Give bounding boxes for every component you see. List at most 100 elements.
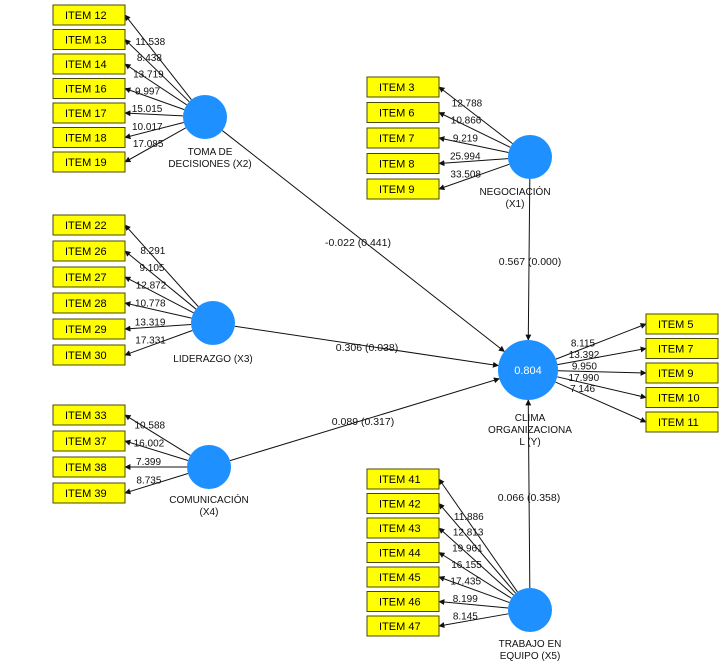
path-coefficient: 0.066 (0.358) xyxy=(498,492,560,504)
outer-loading-value: 8.199 xyxy=(453,594,478,605)
path-arrow-x1 xyxy=(525,178,532,341)
indicator-label: ITEM 13 xyxy=(65,35,107,47)
indicator-box[interactable] xyxy=(52,127,126,148)
indicator-box[interactable] xyxy=(52,482,126,504)
loading-arrow xyxy=(124,110,184,117)
indicator-label: ITEM 6 xyxy=(379,108,414,120)
indicator-label: ITEM 28 xyxy=(65,298,107,310)
indicator-box[interactable] xyxy=(52,4,126,26)
indicator-label: ITEM 9 xyxy=(658,368,693,380)
outer-loading-value: 11.538 xyxy=(135,37,165,48)
outer-loading-value: 7.399 xyxy=(136,457,161,468)
indicator-box[interactable] xyxy=(52,266,126,288)
indicator-label: ITEM 47 xyxy=(379,621,421,633)
loading-arrow xyxy=(124,473,189,495)
indicator-box[interactable] xyxy=(52,151,126,173)
loading-arrow xyxy=(557,369,647,376)
outer-loading-value: 7.146 xyxy=(570,384,595,395)
indicator-box[interactable] xyxy=(52,78,126,99)
loading-arrow xyxy=(438,503,517,594)
path-arrow-x2 xyxy=(222,130,505,352)
construct-x1[interactable] xyxy=(508,135,552,179)
indicator-label: ITEM 17 xyxy=(65,108,107,120)
construct-x3[interactable] xyxy=(191,301,235,345)
construct-x5[interactable] xyxy=(508,588,552,632)
indicator-box[interactable] xyxy=(366,493,440,514)
indicator-label: ITEM 19 xyxy=(65,157,107,169)
indicator-box[interactable] xyxy=(366,468,440,490)
indicator-box[interactable] xyxy=(366,615,440,637)
construct-y[interactable] xyxy=(498,340,558,400)
indicator-box[interactable] xyxy=(366,591,440,612)
indicator-box[interactable] xyxy=(366,127,440,149)
loading-arrow xyxy=(557,346,647,366)
indicator-box[interactable] xyxy=(645,411,719,433)
loading-arrow xyxy=(124,14,192,100)
indicator-box[interactable] xyxy=(52,344,126,366)
indicator-box[interactable] xyxy=(52,102,126,124)
indicator-box[interactable] xyxy=(52,404,126,426)
outer-loading-value: 10.017 xyxy=(132,122,163,133)
indicator-box[interactable] xyxy=(366,517,440,539)
indicator-label: ITEM 26 xyxy=(65,246,107,258)
outer-loading-value: 17.331 xyxy=(135,336,166,347)
loading-arrow xyxy=(438,552,512,599)
construct-label: EQUIPO (X5) xyxy=(500,651,561,662)
indicator-label: ITEM 30 xyxy=(65,350,107,362)
construct-label: (X4) xyxy=(200,507,219,518)
outer-loading-value: 13.719 xyxy=(133,70,164,81)
outer-loading-value: 10.866 xyxy=(451,116,482,127)
path-arrow-x5 xyxy=(525,399,532,589)
construct-label: (X1) xyxy=(506,199,525,210)
indicator-box[interactable] xyxy=(366,178,440,200)
construct-label: NEGOCIACIÓN xyxy=(479,185,550,198)
outer-loading-value: 9.950 xyxy=(572,361,597,372)
indicator-box[interactable] xyxy=(52,240,126,262)
indicator-label: ITEM 7 xyxy=(379,133,414,145)
loading-arrow xyxy=(555,323,647,360)
indicator-box[interactable] xyxy=(645,313,719,335)
indicator-box[interactable] xyxy=(366,566,440,588)
outer-loading-value: 16.155 xyxy=(451,560,482,571)
loading-arrow xyxy=(438,86,513,144)
loading-arrow xyxy=(124,87,185,111)
indicator-label: ITEM 18 xyxy=(65,133,107,145)
indicator-label: ITEM 43 xyxy=(379,523,421,535)
indicator-box[interactable] xyxy=(52,214,126,236)
path-coefficient: 0.567 (0.000) xyxy=(499,256,561,268)
indicator-box[interactable] xyxy=(645,338,719,359)
outer-loading-value: 8.735 xyxy=(136,476,161,487)
construct-label: DECISIONES (X2) xyxy=(168,159,251,170)
loading-arrow xyxy=(124,63,187,106)
indicator-label: ITEM 12 xyxy=(65,10,107,22)
construct-x4[interactable] xyxy=(187,445,231,489)
loading-arrow xyxy=(438,613,509,629)
indicator-box[interactable] xyxy=(366,102,440,123)
outer-loading-value: 33.508 xyxy=(450,170,481,181)
indicator-label: ITEM 3 xyxy=(379,82,414,94)
r-squared-value: 0.804 xyxy=(514,365,542,377)
indicator-box[interactable] xyxy=(52,292,126,314)
construct-label: TRABAJO EN xyxy=(499,639,562,650)
indicator-label: ITEM 42 xyxy=(379,499,421,511)
loading-arrow xyxy=(124,276,194,314)
indicator-box[interactable] xyxy=(645,387,719,408)
path-coefficient: 0.306 (0.038) xyxy=(336,342,398,354)
loading-arrow xyxy=(124,39,190,103)
loading-arrow xyxy=(555,381,647,423)
indicator-label: ITEM 39 xyxy=(65,488,107,500)
indicator-box[interactable] xyxy=(52,29,126,50)
indicator-box[interactable] xyxy=(52,430,126,452)
indicator-label: ITEM 37 xyxy=(65,436,107,448)
construct-x2[interactable] xyxy=(183,95,227,139)
outer-loading-value: 10.778 xyxy=(135,299,166,310)
loading-arrow xyxy=(124,301,192,319)
indicator-box[interactable] xyxy=(52,456,126,478)
indicator-box[interactable] xyxy=(366,76,440,98)
indicator-box[interactable] xyxy=(366,153,440,174)
indicator-box[interactable] xyxy=(366,542,440,563)
indicator-box[interactable] xyxy=(52,53,126,75)
indicator-box[interactable] xyxy=(645,362,719,384)
indicator-box[interactable] xyxy=(52,318,126,340)
